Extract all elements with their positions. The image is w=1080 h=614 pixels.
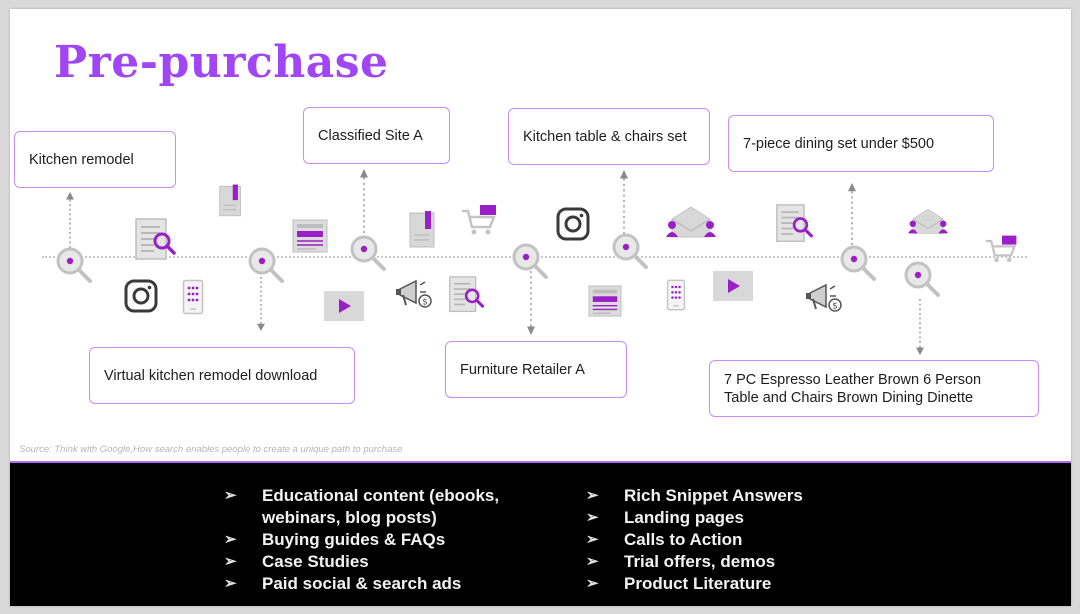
- search-node-icon: [902, 259, 942, 299]
- search-node-icon: [510, 241, 550, 281]
- arrow-up-connector: [619, 170, 629, 234]
- bullet-arrow-icon: ➢: [586, 487, 599, 504]
- document-search-icon: [775, 203, 815, 245]
- touchpoint-label-line1: 7 PC Espresso Leather Brown 6 Person: [724, 371, 982, 388]
- email-contacts-icon: [908, 207, 948, 239]
- content-item: ➢Product Literature: [586, 574, 772, 593]
- megaphone-dollar-icon: [394, 277, 434, 309]
- search-node-icon: [348, 233, 388, 273]
- touchpoint-label: Virtual kitchen remodel download: [104, 367, 318, 384]
- content-item: ➢Landing pages: [586, 508, 744, 527]
- touchpoint-dining-set: 7-piece dining set under $500: [728, 115, 994, 172]
- instagram-icon: [124, 279, 158, 313]
- instagram-icon: [556, 207, 590, 241]
- megaphone-dollar-icon: [804, 281, 844, 313]
- touchpoint-label: Furniture Retailer A: [460, 361, 585, 378]
- content-list-right: ➢Rich Snippet Answers ➢Landing pages ➢Ca…: [582, 485, 803, 595]
- video-play-icon: [713, 271, 753, 301]
- bullet-arrow-icon: ➢: [586, 575, 599, 592]
- arrow-down-connector: [915, 299, 925, 355]
- bullet-arrow-icon: ➢: [586, 553, 599, 570]
- slide: Pre-purchase Kitchen remodel Classified …: [10, 9, 1071, 606]
- bullet-arrow-icon: ➢: [224, 553, 237, 570]
- web-page-icon: [292, 219, 328, 253]
- touchpoint-label: Kitchen table & chairs set: [523, 128, 687, 145]
- mobile-app-icon: [182, 279, 204, 315]
- video-play-icon: [324, 291, 364, 321]
- source-citation: Source: Think with Google,How search ena…: [19, 444, 403, 455]
- content-item: ➢Educational content (ebooks,: [224, 486, 500, 505]
- touchpoint-virtual-download: Virtual kitchen remodel download: [89, 347, 355, 404]
- bookmark-page-icon: [408, 211, 438, 249]
- content-list-left: ➢Educational content (ebooks, webinars, …: [220, 485, 499, 595]
- touchpoint-furniture-retailer: Furniture Retailer A: [445, 341, 627, 398]
- bullet-arrow-icon: ➢: [586, 509, 599, 526]
- arrow-up-connector: [359, 169, 369, 233]
- bullet-arrow-icon: ➢: [586, 531, 599, 548]
- mobile-app-icon: [666, 279, 686, 311]
- document-search-icon: [448, 275, 486, 315]
- content-item-continued: webinars, blog posts): [262, 508, 437, 527]
- search-node-icon: [838, 243, 878, 283]
- touchpoint-kitchen-table: Kitchen table & chairs set: [508, 108, 710, 165]
- bullet-arrow-icon: ➢: [224, 531, 237, 548]
- search-node-icon: [54, 245, 94, 285]
- touchpoint-label-line2: Table and Chairs Brown Dining Dinette: [724, 389, 974, 406]
- content-item: ➢Trial offers, demos: [586, 552, 776, 571]
- touchpoint-classified-site: Classified Site A: [303, 107, 450, 164]
- content-item: ➢Paid social & search ads: [224, 574, 462, 593]
- bullet-arrow-icon: ➢: [224, 575, 237, 592]
- content-item: ➢Calls to Action: [586, 530, 743, 549]
- search-node-icon: [246, 245, 286, 285]
- content-item: ➢Buying guides & FAQs: [224, 530, 446, 549]
- shopping-cart-icon: [984, 235, 1020, 265]
- touchpoint-label: 7-piece dining set under $500: [743, 135, 935, 152]
- touchpoint-espresso-set: 7 PC Espresso Leather Brown 6 Person Tab…: [709, 360, 1039, 417]
- shopping-cart-icon: [460, 205, 500, 237]
- content-item: ➢Case Studies: [224, 552, 369, 571]
- search-node-icon: [610, 231, 650, 271]
- arrow-up-connector: [65, 192, 75, 248]
- content-item: ➢Rich Snippet Answers: [586, 486, 803, 505]
- web-page-icon: [588, 285, 622, 317]
- arrow-down-connector: [256, 277, 266, 331]
- bookmark-page-icon: [218, 184, 244, 218]
- email-contacts-icon: [666, 205, 716, 243]
- slide-title: Pre-purchase: [54, 37, 389, 88]
- touchpoint-kitchen-remodel: Kitchen remodel: [14, 131, 176, 188]
- arrow-up-connector: [847, 183, 857, 245]
- touchpoint-label: Kitchen remodel: [29, 151, 134, 168]
- content-types-band: ➢Educational content (ebooks, webinars, …: [10, 461, 1071, 606]
- bullet-arrow-icon: ➢: [224, 487, 237, 504]
- document-search-icon: [134, 217, 178, 263]
- touchpoint-label: Classified Site A: [318, 127, 423, 144]
